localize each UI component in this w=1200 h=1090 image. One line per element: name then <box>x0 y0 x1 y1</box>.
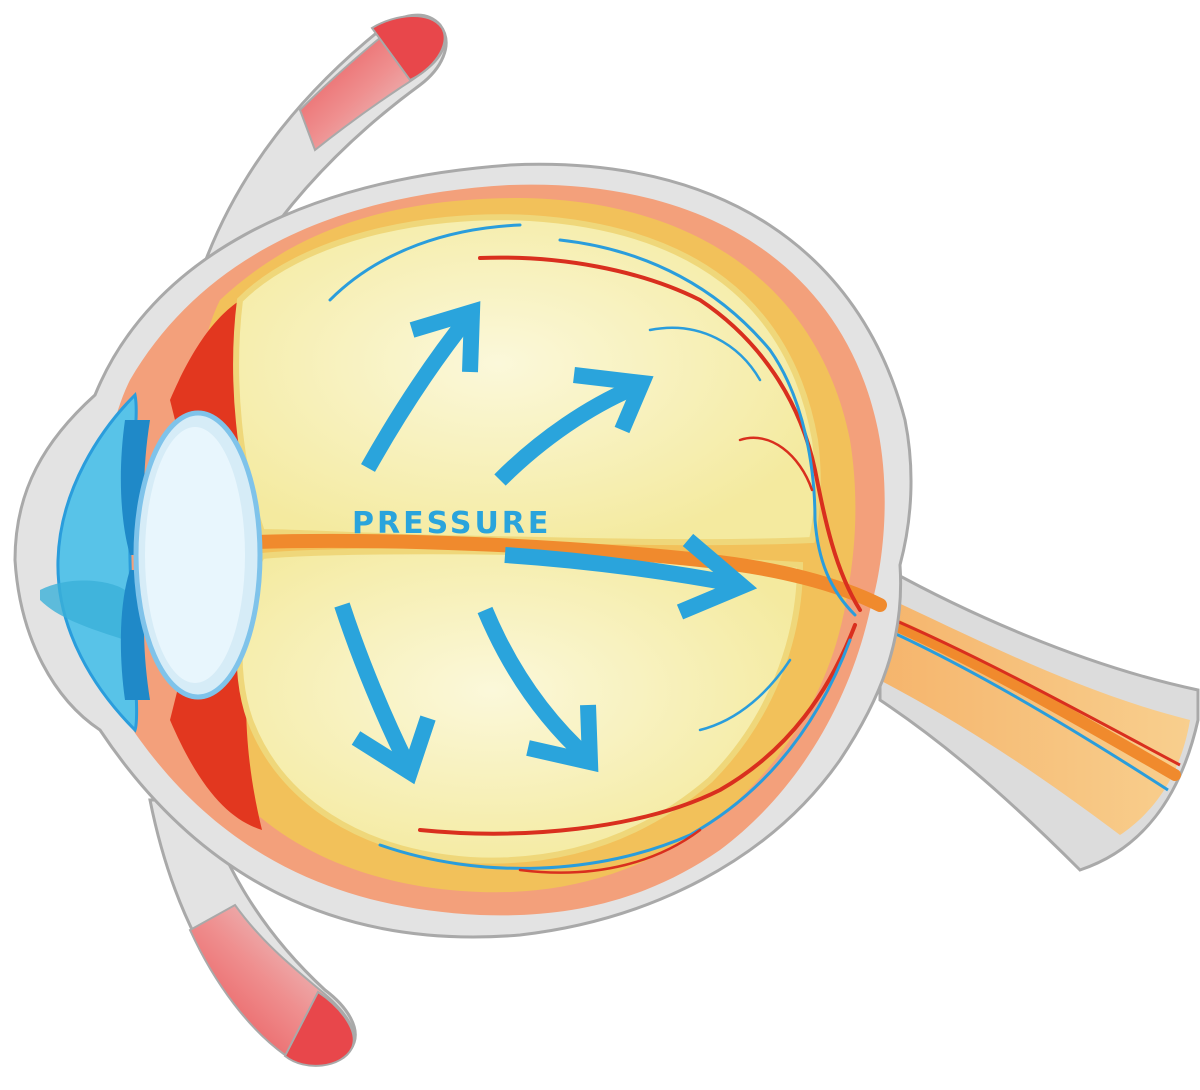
hyaloid-canal <box>248 533 887 612</box>
pressure-arrows <box>334 301 758 785</box>
arrow-right <box>504 533 758 620</box>
arrow-up-left <box>361 301 481 472</box>
optic-nerve <box>854 562 1200 872</box>
upper-eye-muscle <box>202 13 448 264</box>
pressure-label: PRESSURE <box>352 506 551 541</box>
arrow-up-right <box>494 367 654 486</box>
lens <box>133 410 263 700</box>
blood-vessels <box>328 223 862 874</box>
arrow-down-right <box>477 606 599 773</box>
lower-eye-muscle <box>148 798 357 1067</box>
arrow-down-left <box>334 602 436 785</box>
vitreous-body <box>233 214 821 864</box>
